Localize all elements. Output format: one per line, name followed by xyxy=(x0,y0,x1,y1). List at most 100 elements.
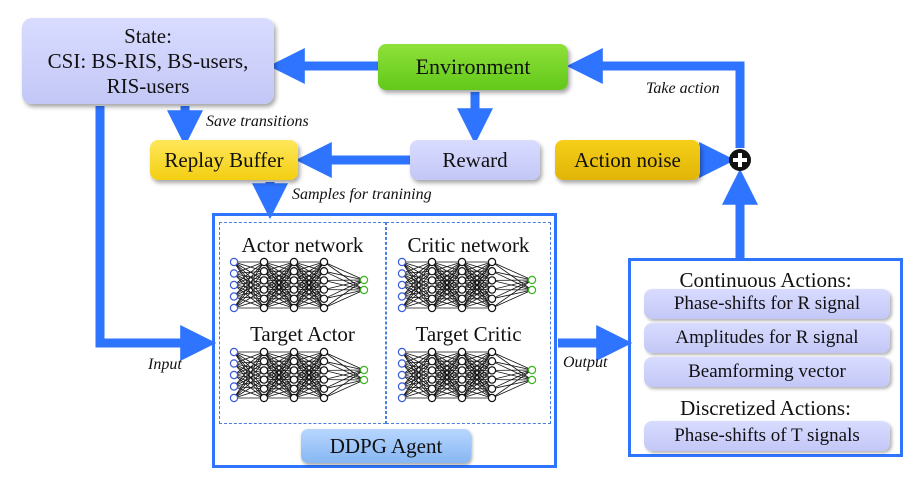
hidden-neuron xyxy=(259,285,269,294)
network-connection xyxy=(401,360,433,364)
hidden-neuron xyxy=(487,375,497,384)
network-connection xyxy=(233,261,265,286)
hidden-neuron xyxy=(457,366,467,375)
network-connection xyxy=(401,270,433,309)
network-connection xyxy=(233,351,265,364)
network-connection xyxy=(401,296,433,309)
samples-for-training-label: Samples for tranining xyxy=(292,186,432,203)
plus-circle-icon xyxy=(729,149,751,171)
network-connection xyxy=(431,360,463,399)
environment-box: Environment xyxy=(378,44,568,90)
network-connection xyxy=(401,370,433,399)
state-line-2: RIS-users xyxy=(106,73,190,98)
network-connection xyxy=(233,296,265,309)
hidden-neuron xyxy=(319,347,329,357)
network-connection xyxy=(263,351,295,362)
hidden-neuron xyxy=(487,257,497,267)
input-neuron xyxy=(229,292,239,301)
target-critic-graph xyxy=(397,347,537,403)
network-connection xyxy=(233,270,265,297)
input-neuron xyxy=(229,269,239,278)
network-connection xyxy=(401,280,433,309)
network-connection xyxy=(233,289,265,309)
network-connection xyxy=(293,261,325,300)
network-connection xyxy=(401,363,433,380)
input-neuron xyxy=(229,382,239,391)
network-connection xyxy=(401,360,433,399)
hidden-neuron xyxy=(259,366,269,375)
discretized-actions-heading: Discretized Actions: xyxy=(680,396,851,420)
network-connection xyxy=(233,284,265,300)
hidden-neuron xyxy=(289,347,299,357)
hidden-neuron xyxy=(259,276,269,285)
network-connection xyxy=(401,284,433,290)
input-neuron xyxy=(397,370,407,380)
network-connection xyxy=(233,370,265,376)
hidden-neuron xyxy=(427,357,437,366)
network-connection xyxy=(233,360,265,364)
network-connection xyxy=(401,273,433,281)
network-connection xyxy=(233,370,265,387)
network-connection xyxy=(233,388,265,399)
network-connection xyxy=(401,388,433,399)
network-connection xyxy=(293,261,325,309)
network-connection xyxy=(431,351,463,390)
hidden-neuron xyxy=(259,357,269,366)
network-connection xyxy=(263,351,295,390)
hidden-neuron xyxy=(487,347,497,357)
network-connection xyxy=(293,351,325,390)
input-neuron xyxy=(229,370,239,380)
network-connection xyxy=(431,261,463,290)
input-neuron xyxy=(397,393,407,403)
network-connection xyxy=(401,298,433,309)
hidden-neuron xyxy=(457,276,467,285)
hidden-neuron xyxy=(427,393,437,403)
hidden-neuron xyxy=(259,384,269,393)
actor-panel xyxy=(219,222,386,424)
network-connection xyxy=(323,270,365,281)
network-connection xyxy=(233,261,265,297)
network-connection xyxy=(461,261,493,272)
network-connection xyxy=(263,280,295,309)
hidden-neuron xyxy=(487,393,497,403)
hidden-neuron xyxy=(319,294,329,303)
network-connection xyxy=(491,360,533,371)
network-connection xyxy=(293,351,325,362)
hidden-neuron xyxy=(427,347,437,357)
network-connection xyxy=(263,298,295,309)
hidden-neuron xyxy=(319,276,329,285)
network-connection xyxy=(263,351,295,380)
network-connection xyxy=(263,261,295,309)
network-connection xyxy=(491,351,533,371)
network-connection xyxy=(233,273,265,281)
network-connection xyxy=(431,261,463,272)
network-connection xyxy=(461,351,493,380)
network-connection xyxy=(401,351,433,376)
save-transitions-label: Save transitions xyxy=(206,113,309,130)
network-connection xyxy=(401,379,433,399)
network-connection xyxy=(263,379,295,399)
input-neuron xyxy=(397,303,407,313)
hidden-neuron xyxy=(289,294,299,303)
network-connection xyxy=(461,261,493,309)
network-connection xyxy=(233,363,265,371)
target-actor-graph xyxy=(229,347,369,403)
output-neuron xyxy=(359,375,369,385)
network-connection xyxy=(233,360,265,387)
hidden-neuron xyxy=(319,366,329,375)
output-neuron xyxy=(359,365,369,375)
hidden-neuron xyxy=(427,294,437,303)
network-connection xyxy=(431,388,463,399)
network-connection xyxy=(491,289,533,309)
hidden-neuron xyxy=(457,384,467,393)
network-connection xyxy=(233,374,265,399)
hidden-neuron xyxy=(259,303,269,313)
hidden-neuron xyxy=(457,294,467,303)
network-connection xyxy=(233,370,265,399)
network-connection xyxy=(233,379,265,399)
network-connection xyxy=(233,351,265,376)
network-connection xyxy=(431,379,463,399)
arrow-state-input-path xyxy=(95,106,217,361)
hidden-neuron xyxy=(289,393,299,403)
